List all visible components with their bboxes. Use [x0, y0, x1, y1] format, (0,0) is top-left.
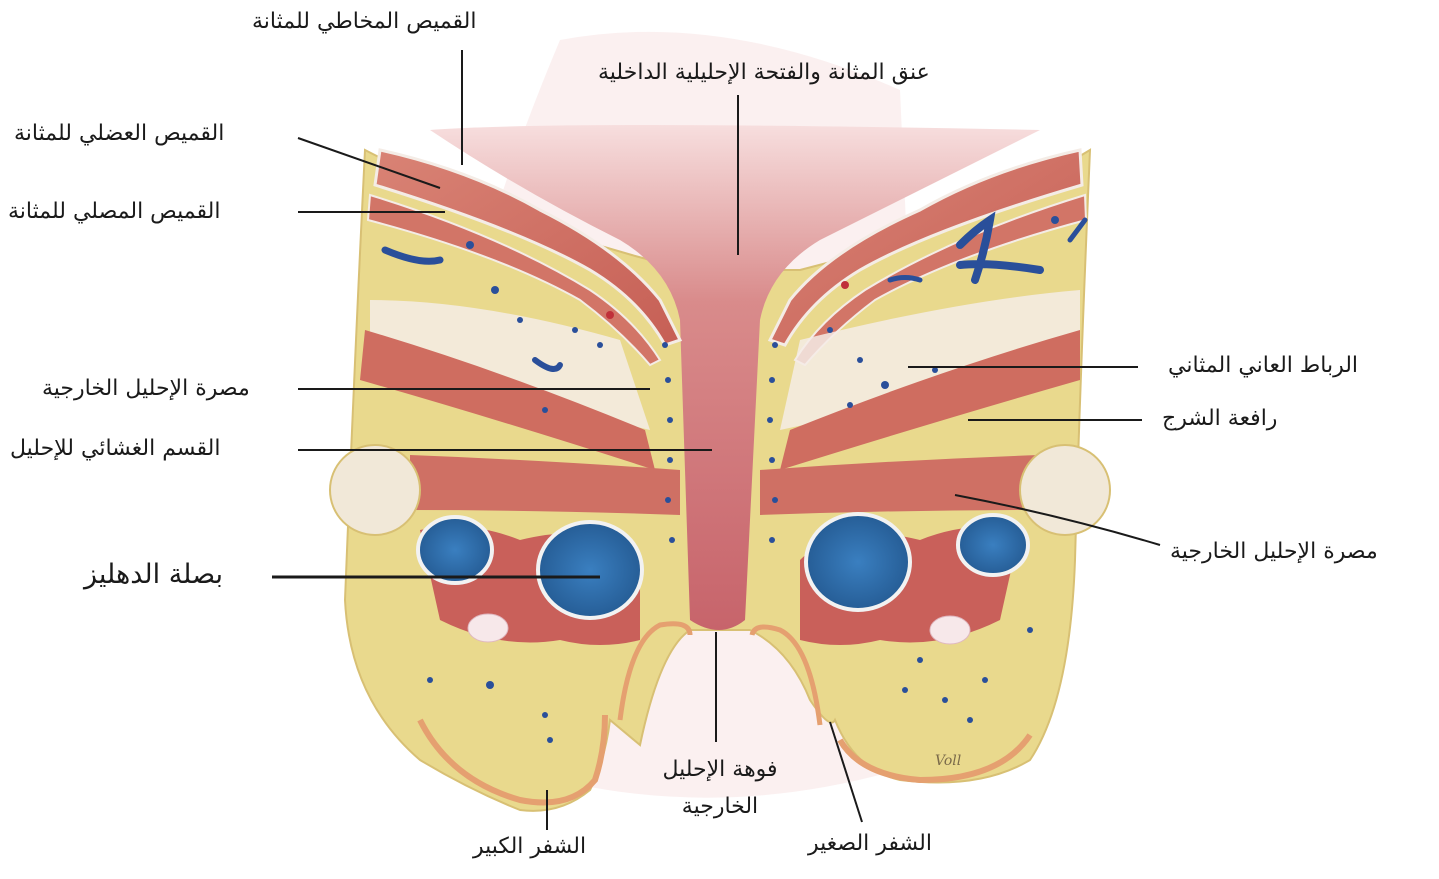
ischium-left: [330, 445, 420, 535]
label-mucosa: القميص المخاطي للمثانة: [252, 8, 477, 36]
label-vestibular-bulb: بصلة الدهليز: [84, 558, 223, 592]
label-serous-coat: القميص المصلي للمثانة: [8, 198, 220, 226]
label-bladder-neck: عنق المثانة والفتحة الإحليلية الداخلية: [598, 59, 930, 87]
label-muscular-coat: القميص العضلي للمثانة: [14, 120, 224, 148]
crus-clitoris-right: [958, 515, 1028, 575]
label-labia-majora: الشفر الكبير: [473, 833, 586, 861]
label-membranous-urethra: القسم الغشائي للإحليل: [10, 435, 220, 463]
ischium-right: [1020, 445, 1110, 535]
label-external-sphincter-left: مصرة الإحليل الخارجية: [42, 375, 250, 403]
crus-clitoris-left: [418, 517, 492, 583]
vestibular-bulb-right: [806, 514, 910, 610]
artist-signature: Voll: [935, 753, 961, 769]
label-levator-ani: رافعة الشرج: [1162, 405, 1277, 433]
gland-left: [468, 614, 508, 642]
label-external-urethral-orifice-line1: فوهة الإحليل: [640, 756, 800, 784]
label-external-urethral-orifice-line2: الخارجية: [640, 793, 800, 821]
vestibular-bulb-left: [538, 522, 642, 618]
gland-right: [930, 616, 970, 644]
label-labia-minora: الشفر الصغير: [808, 830, 932, 858]
label-pubovesical-ligament: الرباط العاني المثاني: [1168, 352, 1358, 380]
label-external-sphincter-right: مصرة الإحليل الخارجية: [1170, 538, 1378, 566]
